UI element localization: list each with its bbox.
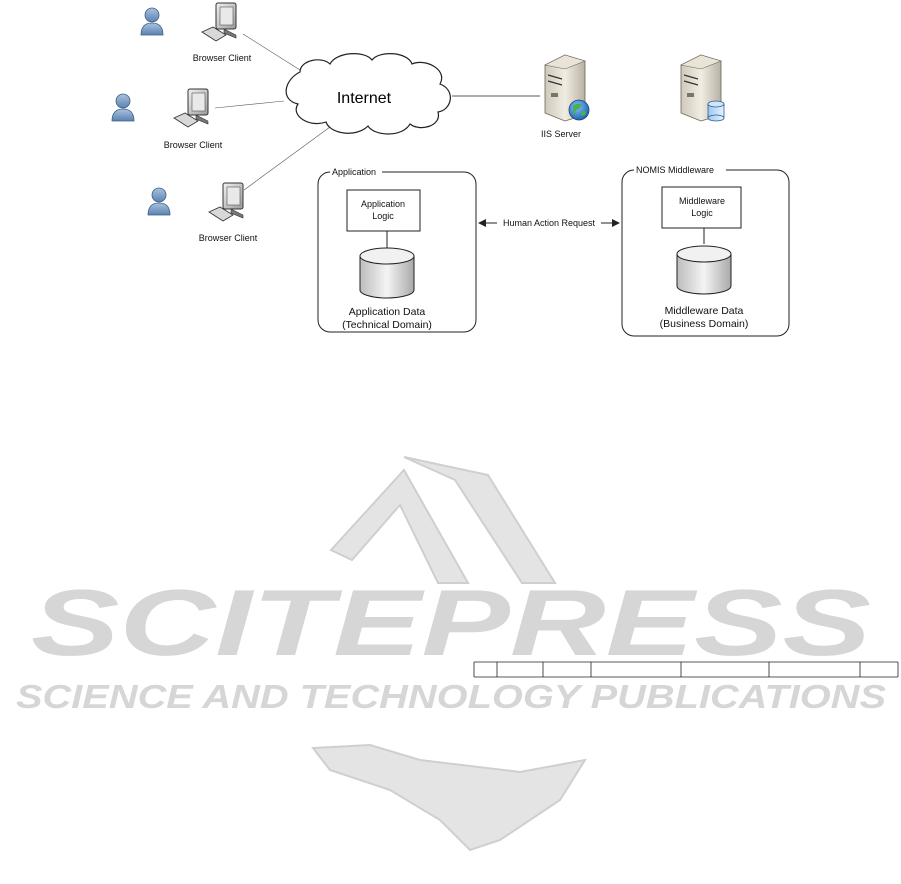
computer-icon — [202, 3, 236, 41]
middleware-logic-line2: Logic — [691, 208, 713, 218]
internet-cloud: Internet — [286, 54, 450, 134]
connector-label: Human Action Request — [503, 218, 596, 228]
database-server — [681, 55, 724, 121]
watermark: SCITEPRESS SCIENCE AND TECHNOLOGY PUBLIC… — [16, 457, 886, 850]
link-client-2 — [215, 101, 284, 108]
arrow-left-icon — [478, 219, 486, 227]
database-icon — [708, 101, 724, 121]
client-label: Browser Client — [164, 140, 223, 150]
iis-server-label: IIS Server — [541, 129, 581, 139]
user-icon — [141, 8, 163, 35]
human-action-request-connector: Human Action Request — [478, 217, 620, 229]
browser-client-2: Browser Client — [112, 89, 223, 150]
browser-client-3: Browser Client — [148, 183, 258, 243]
middleware-database-icon — [677, 246, 731, 294]
arrow-right-icon — [612, 219, 620, 227]
application-data-line2: (Technical Domain) — [342, 319, 432, 331]
client-label: Browser Client — [199, 233, 258, 243]
link-client-3 — [244, 127, 330, 190]
application-data-line1: Application Data — [349, 306, 426, 318]
application-box: Application Application Logic Applicatio… — [318, 166, 476, 332]
link-client-1 — [243, 34, 300, 70]
watermark-title: SCITEPRESS — [31, 570, 871, 675]
middleware-logic-line1: Middleware — [679, 196, 725, 206]
user-icon — [148, 188, 170, 215]
watermark-subtitle: SCIENCE AND TECHNOLOGY PUBLICATIONS — [16, 678, 886, 715]
client-label: Browser Client — [193, 53, 252, 63]
globe-icon — [569, 100, 589, 120]
application-logic-line2: Logic — [372, 211, 394, 221]
middleware-data-line1: Middleware Data — [665, 305, 744, 317]
middleware-data-line2: (Business Domain) — [660, 318, 749, 330]
middleware-box: NOMIS Middleware Middleware Logic Middle… — [622, 164, 789, 336]
application-title: Application — [332, 167, 376, 177]
computer-icon — [209, 183, 243, 221]
application-logic-line1: Application — [361, 199, 405, 209]
iis-server: IIS Server — [541, 55, 589, 139]
computer-icon — [174, 89, 208, 127]
user-icon — [112, 94, 134, 121]
middleware-title: NOMIS Middleware — [636, 165, 714, 175]
cloud-label: Internet — [337, 90, 392, 107]
browser-client-1: Browser Client — [141, 3, 252, 63]
application-database-icon — [360, 248, 414, 298]
